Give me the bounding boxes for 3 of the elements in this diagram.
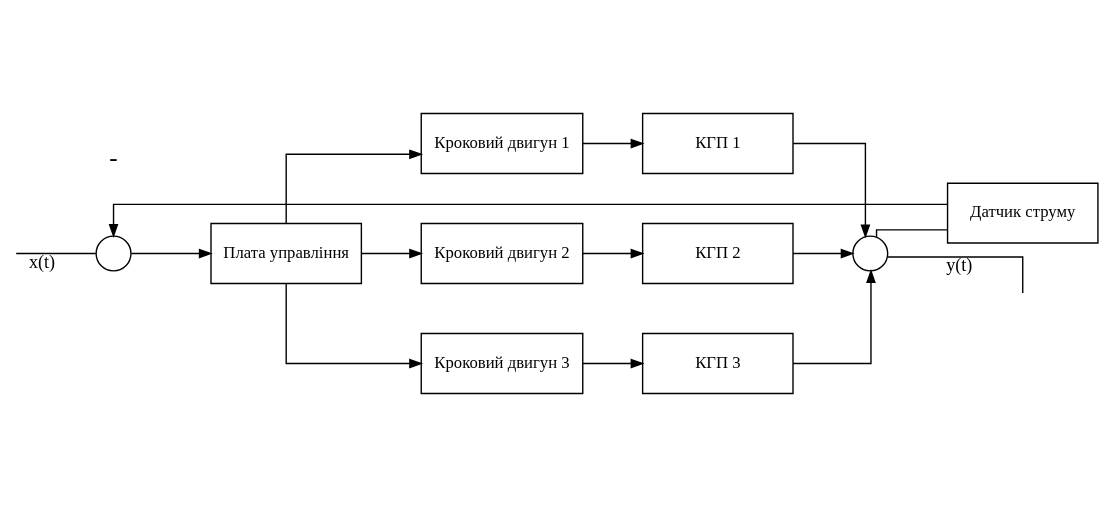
edge-label: y(t) xyxy=(946,255,973,276)
edge-label: x(t) xyxy=(28,251,56,272)
label: - xyxy=(109,144,118,172)
